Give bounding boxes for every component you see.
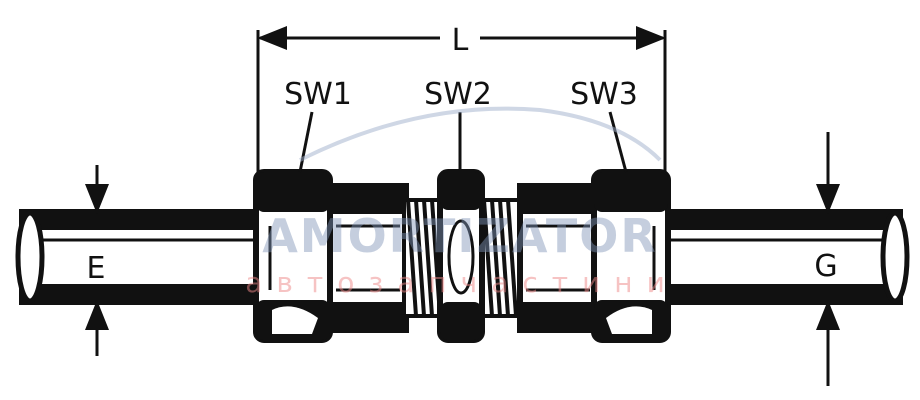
diameter-e-label: E bbox=[87, 251, 106, 286]
sw1-leader bbox=[298, 111, 314, 173]
right-tube bbox=[657, 209, 910, 305]
sw3-label: SW3 bbox=[570, 77, 638, 112]
sw3-leader bbox=[608, 111, 628, 173]
left-thread bbox=[402, 198, 444, 318]
length-dimension bbox=[256, 26, 667, 172]
svg-text:AMORTIZATOR: AMORTIZATOR bbox=[262, 209, 658, 263]
right-body bbox=[517, 183, 599, 333]
sw1-label: SW1 bbox=[284, 77, 352, 112]
svg-text:автозапчастини: автозапчастини bbox=[245, 266, 679, 299]
left-tube bbox=[15, 209, 265, 305]
watermark: AMORTIZATOR автозапчастини bbox=[245, 106, 679, 299]
sw2-label: SW2 bbox=[424, 77, 492, 112]
diameter-g-label: G bbox=[814, 249, 837, 284]
length-label: L bbox=[452, 23, 469, 58]
right-nut bbox=[591, 169, 671, 343]
